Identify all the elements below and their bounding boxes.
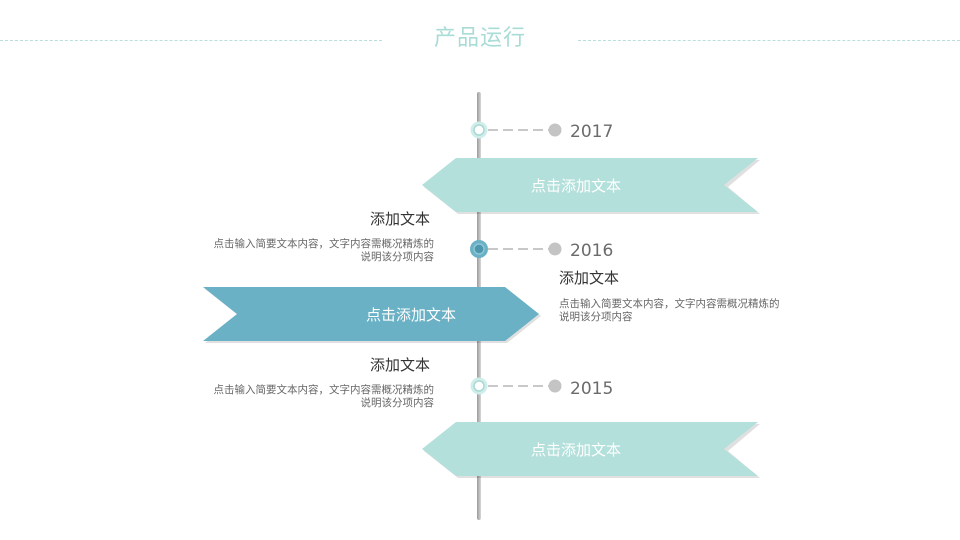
block-body-3: 点击输入简要文本内容，文字内容需概况精炼的 说明该分项内容 [164,384,435,410]
year-label-2015: 2015 [570,379,614,399]
banner-shape-2016 [203,287,541,343]
banner-label-2017: 点击添加文本 [530,176,621,195]
block-body-1-line1: 点击输入简要文本内容，文字内容需概况精炼的 [213,238,435,250]
title-divider-right [578,40,960,41]
banner-shape-2015 [422,422,760,478]
banner-2016[interactable]: 点击添加文本 [203,287,541,343]
block-body-1: 点击输入简要文本内容，文字内容需概况精炼的 说明该分项内容 [164,238,435,264]
banner-label-2015: 点击添加文本 [530,440,621,459]
year-label-2016: 2016 [570,241,614,261]
block-body-2-line1: 点击输入简要文本内容，文字内容需概况精炼的 [559,298,780,310]
banner-2017[interactable]: 点击添加文本 [422,158,760,214]
year-label-2017: 2017 [570,122,614,142]
block-title-1: 添加文本 [370,210,431,228]
banner-shape-2017 [422,158,760,214]
block-body-3-line2: 说明该分项内容 [360,397,435,409]
block-title-2: 添加文本 [559,269,620,287]
block-body-3-line1: 点击输入简要文本内容，文字内容需概况精炼的 [213,384,435,396]
page-title: 产品运行 [433,26,526,51]
block-body-2: 点击输入简要文本内容，文字内容需概况精炼的 说明该分项内容 [559,298,839,324]
title-divider-left [0,40,382,41]
block-body-2-line2: 说明该分项内容 [559,311,633,323]
banner-2015[interactable]: 点击添加文本 [422,422,760,478]
block-title-3: 添加文本 [370,356,431,374]
connector-2016 [470,240,562,258]
connector-2017 [470,121,562,139]
banner-label-2016: 点击添加文本 [365,305,456,324]
connector-2015 [470,377,562,395]
block-body-1-line2: 说明该分项内容 [360,251,435,263]
